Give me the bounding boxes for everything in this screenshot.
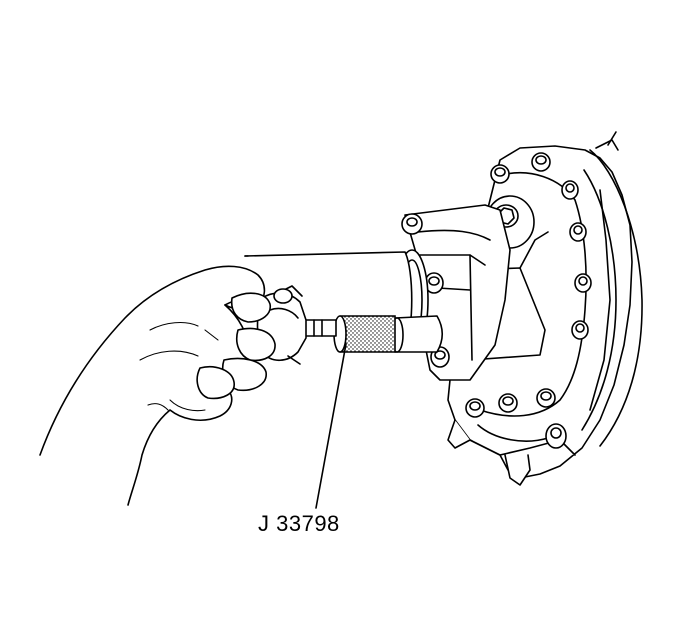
bolt: [569, 222, 587, 242]
bolt: [561, 180, 579, 200]
bolt: [465, 398, 485, 418]
bolt: [571, 320, 589, 340]
bolt: [401, 213, 423, 235]
flange-bolts: [465, 152, 592, 449]
tool-callout-label: J 33798: [258, 511, 340, 536]
bolt: [545, 423, 567, 449]
bolt: [531, 152, 551, 172]
callout-leader-line: [315, 343, 347, 509]
bolt: [536, 388, 556, 408]
bolt: [498, 393, 518, 413]
bolt: [574, 273, 592, 293]
hand: [39, 265, 276, 506]
bolt: [490, 164, 510, 184]
